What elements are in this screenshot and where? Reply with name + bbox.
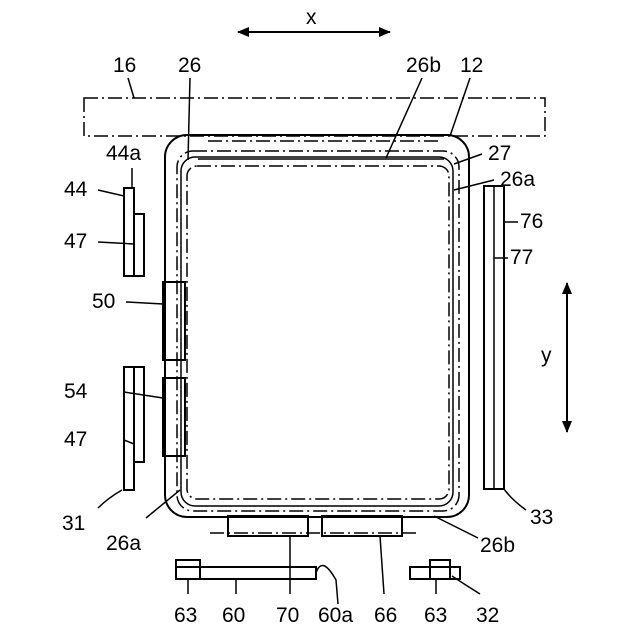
label-47-top: 47 bbox=[64, 230, 87, 253]
leader-32 bbox=[452, 576, 480, 594]
label-76: 76 bbox=[520, 210, 543, 233]
member-16 bbox=[84, 98, 545, 136]
x-axis-label: x bbox=[306, 6, 317, 29]
leader-12 bbox=[450, 78, 470, 136]
leader-26b-bottom bbox=[434, 516, 478, 538]
label-70: 70 bbox=[276, 604, 299, 627]
label-26a-right: 26a bbox=[500, 168, 535, 191]
leader-33 bbox=[504, 489, 526, 510]
leader-47-top bbox=[98, 242, 134, 244]
frame-12 bbox=[165, 135, 469, 517]
y-axis-label: y bbox=[541, 344, 552, 367]
label-16: 16 bbox=[113, 54, 136, 77]
label-54: 54 bbox=[64, 380, 88, 403]
component-31 bbox=[124, 367, 134, 490]
component-47-bottom bbox=[134, 367, 144, 462]
component-32 bbox=[430, 560, 450, 579]
label-50: 50 bbox=[92, 290, 115, 313]
component-63-left bbox=[176, 560, 200, 579]
component-60a bbox=[316, 565, 338, 604]
label-33: 33 bbox=[530, 506, 553, 529]
leader-44 bbox=[98, 190, 124, 196]
label-12: 12 bbox=[460, 54, 483, 77]
leader-47-bottom bbox=[124, 440, 134, 444]
label-77: 77 bbox=[510, 246, 533, 269]
leader-66 bbox=[380, 536, 384, 594]
component-44 bbox=[124, 188, 134, 276]
label-66: 66 bbox=[374, 604, 397, 627]
component-60 bbox=[176, 567, 316, 579]
label-60: 60 bbox=[222, 604, 245, 627]
leader-16 bbox=[128, 78, 134, 98]
label-31: 31 bbox=[62, 512, 85, 535]
label-63-right: 63 bbox=[424, 604, 447, 627]
inner-frame-27 bbox=[181, 157, 453, 506]
boundary-26 bbox=[187, 166, 449, 499]
label-44a: 44a bbox=[106, 142, 141, 165]
leader-31 bbox=[98, 490, 122, 508]
leader-50 bbox=[126, 302, 163, 304]
label-32: 32 bbox=[476, 604, 499, 627]
label-26-top: 26 bbox=[178, 54, 201, 77]
leader-26b-top bbox=[386, 78, 422, 158]
boundary-26a bbox=[177, 151, 459, 511]
label-63-left: 63 bbox=[174, 604, 197, 627]
label-60a: 60a bbox=[318, 604, 353, 627]
label-47-bottom: 47 bbox=[64, 428, 87, 451]
leader-26-top bbox=[188, 78, 190, 160]
label-27: 27 bbox=[488, 142, 511, 165]
label-44: 44 bbox=[64, 178, 88, 201]
label-26b-top: 26b bbox=[406, 54, 441, 77]
component-47-top bbox=[134, 214, 144, 276]
label-26b-bottom: 26b bbox=[480, 534, 515, 557]
label-26a-left: 26a bbox=[106, 532, 141, 555]
